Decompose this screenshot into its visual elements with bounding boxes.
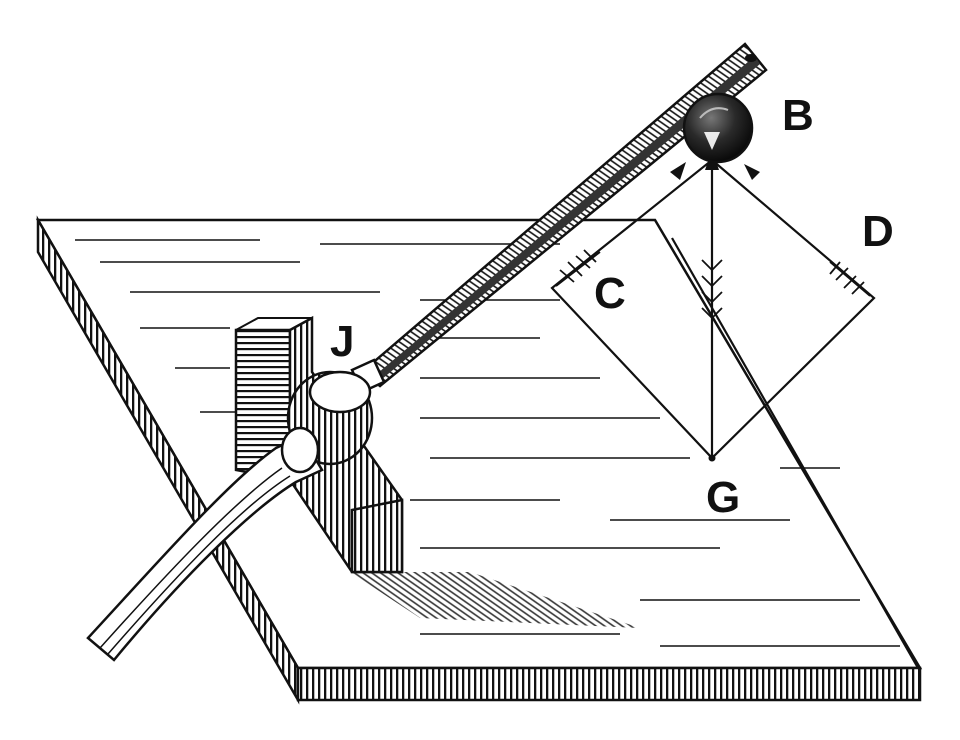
board-front-edge: [296, 666, 922, 702]
label-c: C: [594, 269, 626, 318]
label-d: D: [862, 207, 894, 256]
force-diagram: [550, 150, 919, 669]
block-shadow: [350, 572, 640, 628]
label-b: B: [782, 91, 814, 140]
thrust-line: [671, 237, 919, 669]
feathers-c: [555, 249, 601, 287]
block-end-face: [350, 498, 404, 574]
curved-rod: [86, 426, 324, 662]
label-j: J: [330, 317, 355, 366]
feathers-d: [829, 261, 871, 297]
arrowhead-c: [670, 162, 686, 180]
block-boss-top: [308, 370, 372, 414]
feathers-g: [701, 259, 723, 319]
label-g: G: [706, 473, 741, 522]
arrowhead-d: [744, 164, 760, 180]
ball-b: [682, 92, 754, 164]
point-g: [708, 454, 716, 462]
